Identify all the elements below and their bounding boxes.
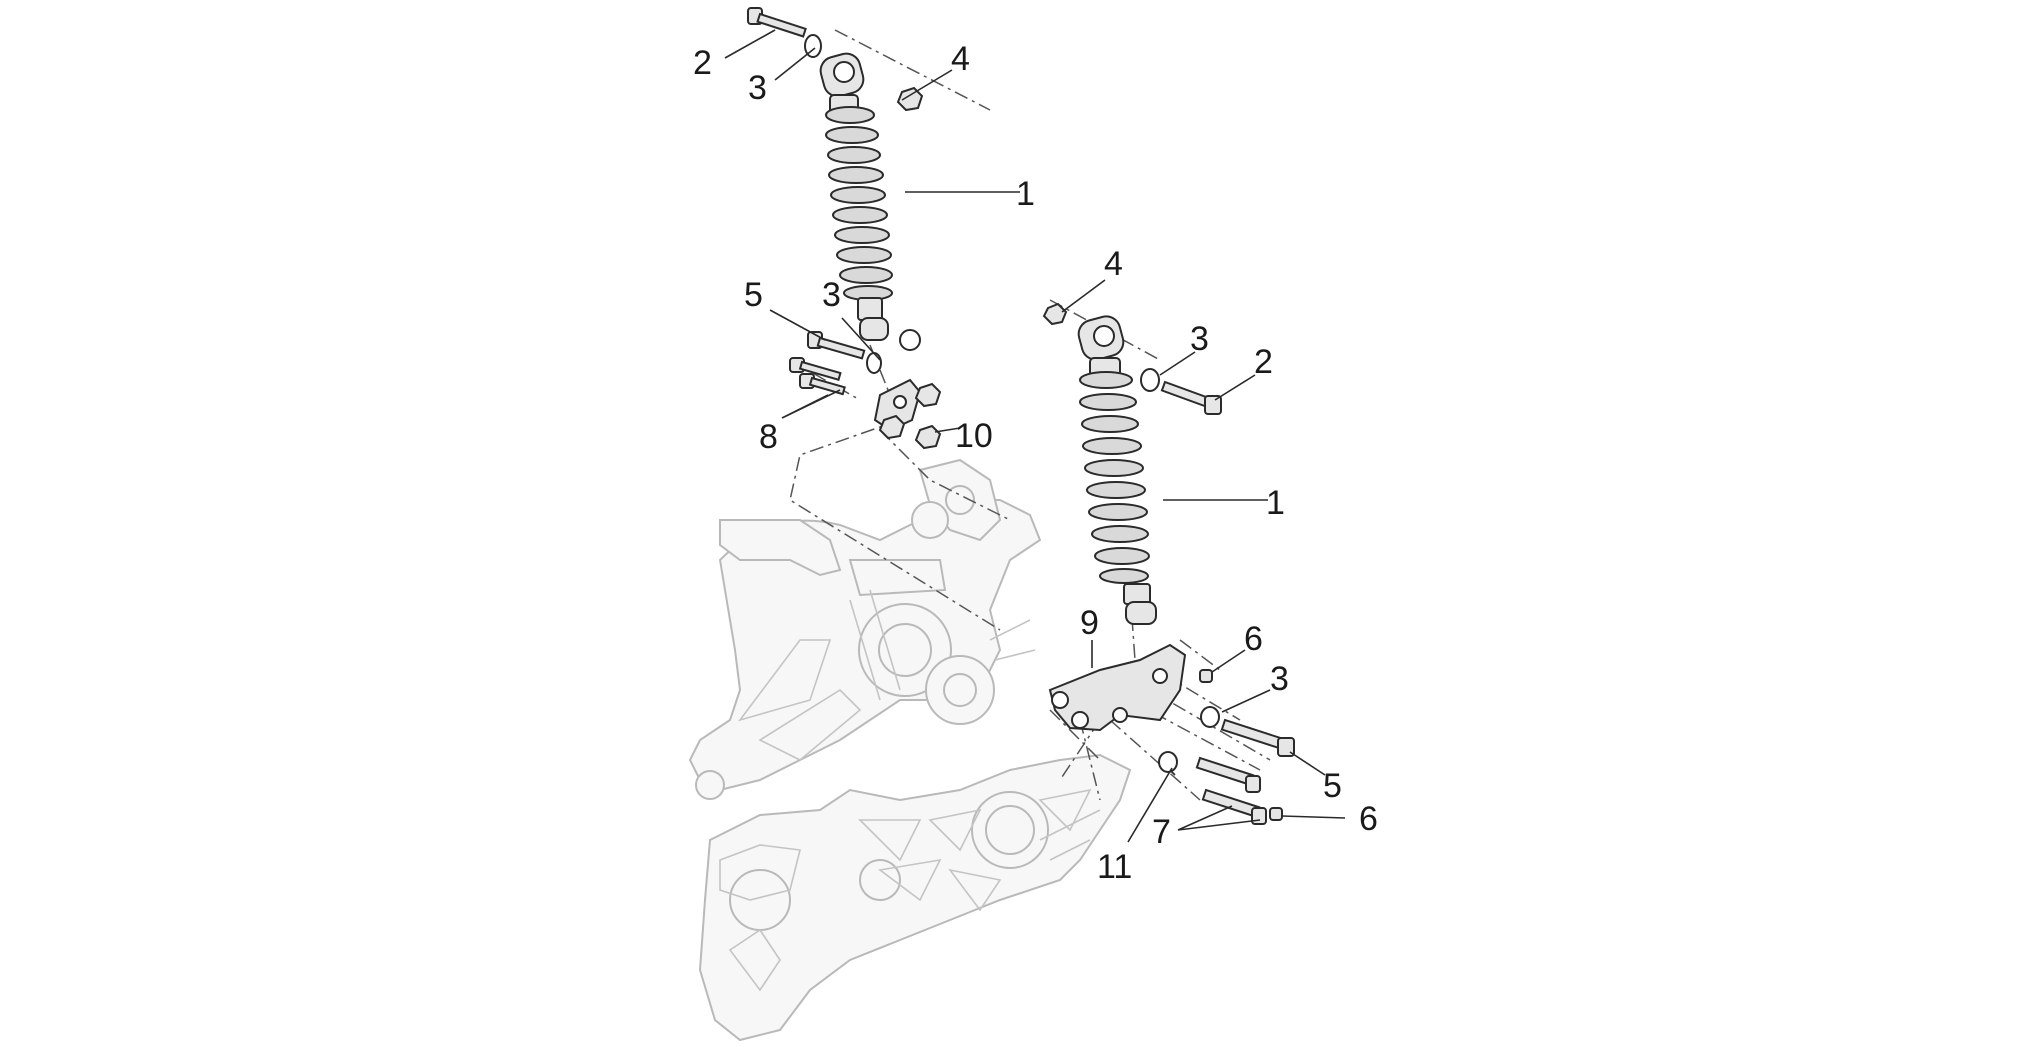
bolt-2-head-b: [1204, 395, 1222, 415]
bolt-5-shank-b: [1220, 718, 1284, 750]
bolt-7-b: [1201, 788, 1261, 819]
callout-5-mid: 5: [744, 276, 763, 314]
callout-9: 9: [1080, 604, 1099, 642]
callout-7: 7: [1152, 813, 1171, 851]
callout-3-lower: 3: [1270, 660, 1289, 698]
callout-4-upper: 4: [951, 40, 970, 78]
callout-11: 11: [1097, 848, 1132, 886]
washer-3-d: [1200, 706, 1220, 728]
hardware-parts: [747, 7, 1295, 825]
callout-4-lower: 4: [1104, 245, 1123, 283]
callout-6-lower: 6: [1359, 800, 1378, 838]
swing-arm-ghost: [688, 458, 1042, 800]
bolt-5-shank-a: [816, 336, 866, 360]
callout-1-lower: 1: [1266, 484, 1285, 522]
bolt-5-head-b: [1277, 737, 1295, 757]
callout-2-upper: 2: [693, 44, 712, 82]
callout-5-lower: 5: [1323, 767, 1342, 805]
callout-3-mid: 3: [822, 276, 841, 314]
nut-10-c: [878, 414, 906, 440]
bracket-9: [1048, 643, 1187, 732]
callout-3-upper: 3: [748, 69, 767, 107]
bolt-8-shank-b: [808, 376, 846, 396]
coil-spring-left: [825, 106, 893, 301]
callout-6-upper: 6: [1244, 620, 1263, 658]
screw-6-a: [1199, 669, 1213, 683]
bolt-8-shank-a: [798, 360, 842, 381]
callout-3-right: 3: [1190, 320, 1209, 358]
nut-10-b: [914, 424, 942, 450]
washer-3-a: [804, 34, 822, 58]
nut-4-b: [1042, 302, 1068, 326]
washer-11: [1158, 751, 1178, 773]
engine-crankcase-ghost: [698, 753, 1132, 1042]
nut-4-a: [896, 86, 924, 112]
callout-2-lower: 2: [1254, 343, 1273, 381]
washer-3-c: [1140, 368, 1160, 392]
callout-numbers: 1 2 3 4 3 5 8 10 4 3 2 1 9 6 3 5 7 6 11: [693, 40, 1378, 886]
screw-6-b: [1269, 807, 1283, 821]
coil-spring-right: [1079, 371, 1150, 584]
shock-absorber-right: [1077, 315, 1157, 625]
bolt-2-shank-b: [1160, 380, 1212, 409]
shock-absorber-left: [819, 52, 921, 351]
leader-lines: [724, 29, 1346, 843]
callout-1-upper: 1: [1016, 175, 1035, 213]
callout-10: 10: [955, 417, 993, 455]
bolt-2-shank-a: [756, 12, 807, 38]
washer-3-b: [866, 352, 882, 374]
bolt-7-a: [1195, 756, 1255, 787]
nut-10-a: [914, 382, 942, 408]
callout-8: 8: [759, 418, 778, 456]
